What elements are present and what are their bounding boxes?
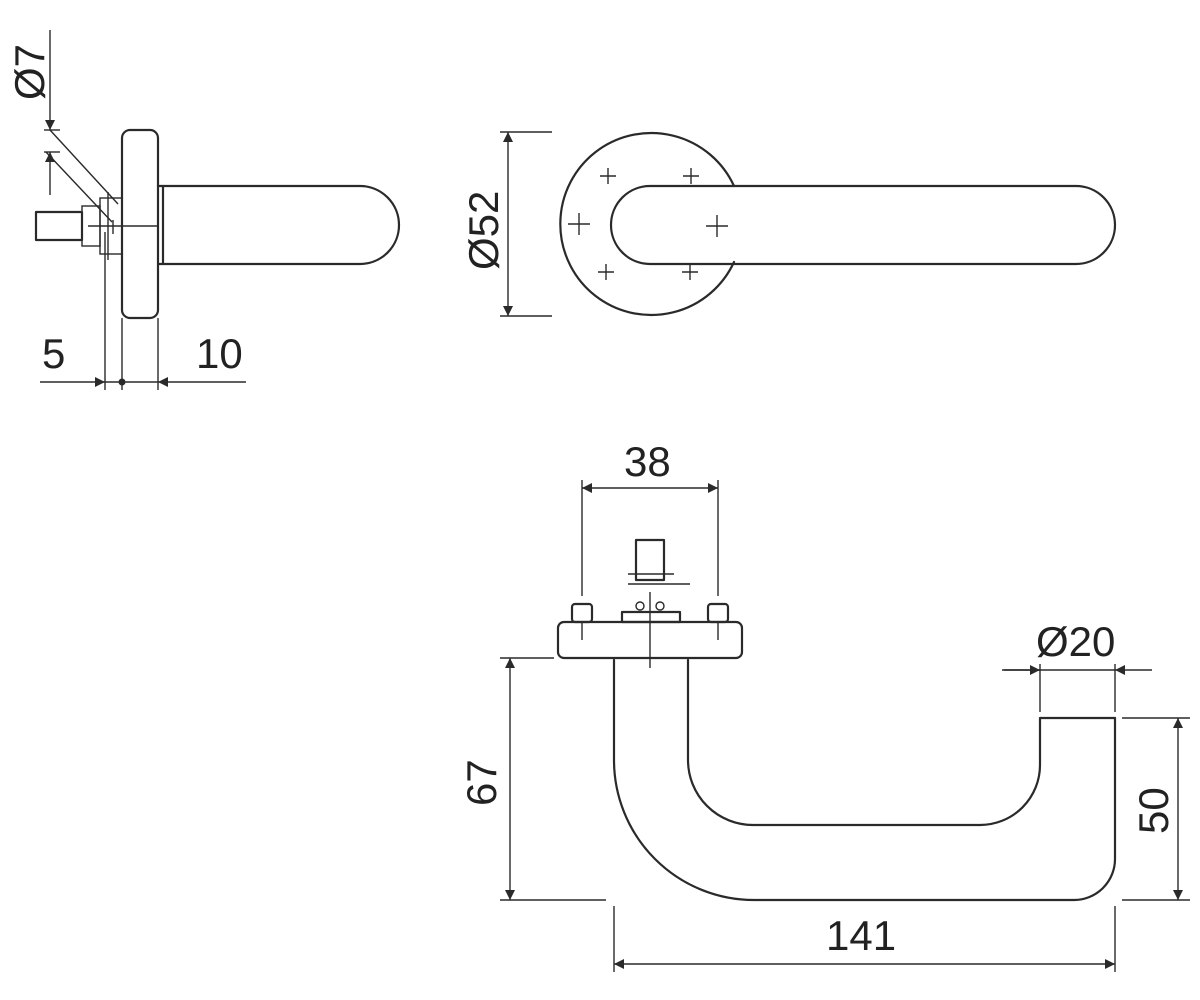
side-lever	[156, 184, 401, 266]
top-lever-outer	[612, 658, 1117, 902]
top-lever-inner	[686, 658, 1117, 827]
dim-fixing-distance: 38	[624, 438, 671, 485]
front-view: Ø52	[460, 131, 1117, 317]
side-rose	[120, 128, 160, 320]
front-rose	[559, 131, 736, 317]
top-view: 38 Ø20 67 50 141	[458, 438, 1190, 972]
dim-offset-right: 10	[196, 330, 243, 377]
dim-lever-length: 141	[826, 912, 896, 959]
fixing-crosses	[568, 168, 728, 280]
top-spindle	[634, 538, 666, 582]
dim-spindle-diameter: Ø7	[6, 44, 53, 100]
side-spindle	[34, 210, 84, 242]
dim-projection: 67	[458, 759, 505, 806]
front-lever	[609, 184, 1117, 266]
side-view: 5 10 Ø7	[6, 30, 401, 390]
dim-offset-left: 5	[42, 330, 65, 377]
dim-rose-diameter: Ø52	[460, 191, 507, 270]
dim-handle-diameter: Ø20	[1036, 618, 1115, 665]
dim-lever-drop: 50	[1130, 787, 1177, 834]
